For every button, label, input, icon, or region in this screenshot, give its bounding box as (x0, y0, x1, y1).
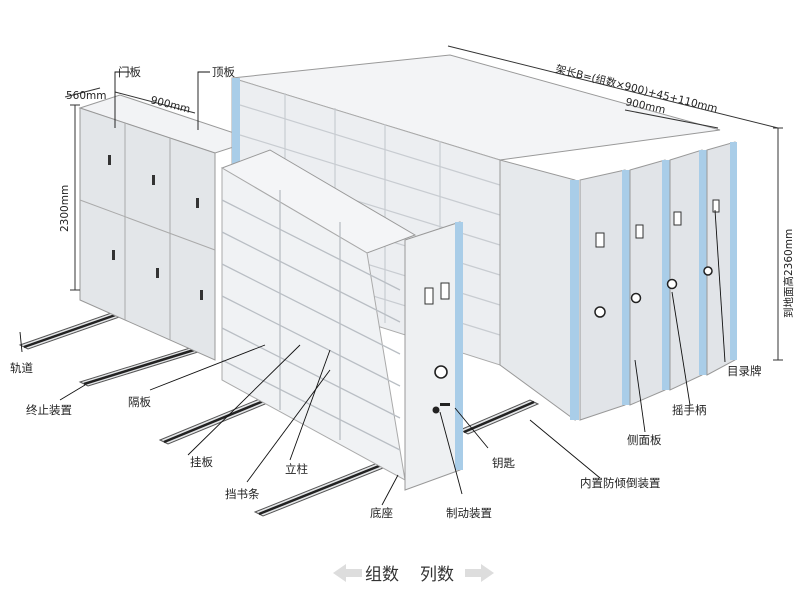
label-top-panel: 顶板 (212, 65, 235, 79)
blue-trim (570, 180, 579, 420)
label-door-panel: 门板 (118, 65, 141, 79)
catalog-card (441, 283, 449, 299)
crank-handle-icon (632, 294, 641, 303)
door-handle (152, 175, 155, 185)
door-handle (196, 198, 199, 208)
label-rail: 轨道 (10, 361, 33, 375)
rail-4 (255, 462, 388, 516)
arrow-right-icon (465, 564, 494, 582)
crank-handle-icon (668, 280, 677, 289)
label-hanging-board: 挂板 (190, 455, 213, 469)
label-upright: 立柱 (285, 462, 308, 476)
catalog-card (713, 200, 719, 212)
rail-1 (20, 310, 128, 349)
label-partition: 隔板 (128, 395, 151, 409)
blue-trim (730, 142, 737, 360)
crank-handle-icon (704, 267, 712, 275)
catalog-card (636, 225, 643, 238)
brake-icon (433, 407, 440, 414)
bottom-legend: 组数 列数 (333, 564, 494, 585)
blue-trim (622, 170, 630, 405)
blue-trim (699, 150, 707, 375)
legend-columns: 列数 (420, 565, 454, 585)
right-side-panels (500, 142, 737, 420)
label-stop-device: 终止装置 (26, 403, 72, 417)
legend-groups: 组数 (365, 565, 399, 585)
label-catalog-card: 目录牌 (727, 364, 762, 378)
crank-handle-icon (435, 366, 447, 378)
dim-height-right: 到地面高2360mm (782, 229, 795, 318)
catalog-card (674, 212, 681, 225)
door-handle (156, 268, 159, 278)
label-key: 钥匙 (492, 456, 515, 470)
label-book-stopper: 挡书条 (225, 487, 260, 501)
dim-depth: 560mm (66, 90, 107, 102)
arrow-left-icon (333, 564, 362, 582)
label-base: 底座 (370, 506, 393, 520)
dim-height-left: 2300mm (59, 185, 71, 232)
rail-3 (160, 398, 270, 444)
rail-2 (80, 348, 198, 386)
label-anti-tilt: 内置防倾倒装置 (580, 476, 661, 490)
catalog-card (596, 233, 604, 247)
label-brake: 制动装置 (446, 506, 492, 520)
door-handle (200, 290, 203, 300)
key-icon (440, 403, 450, 406)
label-side-panel: 侧面板 (627, 433, 662, 447)
crank-handle-icon (595, 307, 605, 317)
catalog-card (425, 288, 433, 304)
blue-trim (662, 160, 670, 390)
door-handle (108, 155, 111, 165)
label-crank-handle: 摇手柄 (672, 403, 707, 417)
door-handle (112, 250, 115, 260)
blue-trim (455, 222, 463, 470)
